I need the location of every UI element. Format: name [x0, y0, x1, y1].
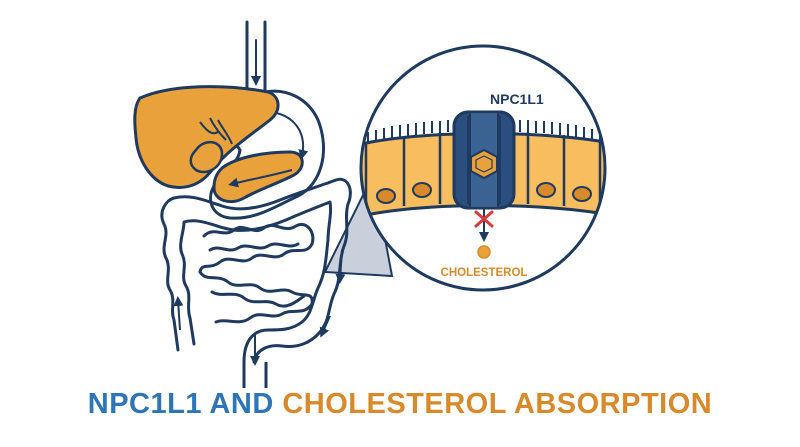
title-part-cholesterol: CHOLESTEROL ABSORPTION [282, 388, 713, 420]
cholesterol-molecule [477, 245, 491, 259]
large-intestine [160, 177, 352, 364]
pancreas [212, 150, 304, 204]
title-part-npc1l1: NPC1L1 AND [87, 388, 274, 420]
rectum [242, 334, 268, 388]
x-mark-icon [474, 210, 494, 228]
magnifier-rim [359, 44, 607, 292]
bile-ducts [199, 117, 233, 145]
small-intestine [198, 223, 315, 324]
npc1l1-label: NPC1L1 [490, 91, 544, 107]
cell-nuclei [376, 182, 592, 204]
gallbladder [189, 141, 224, 174]
page-title: NPC1L1 AND CHOLESTEROL ABSORPTION [0, 388, 800, 421]
esophagus [245, 20, 267, 98]
cholesterol-hexagon-icon [470, 148, 498, 180]
cholesterol-label: CHOLESTEROL [441, 267, 528, 279]
